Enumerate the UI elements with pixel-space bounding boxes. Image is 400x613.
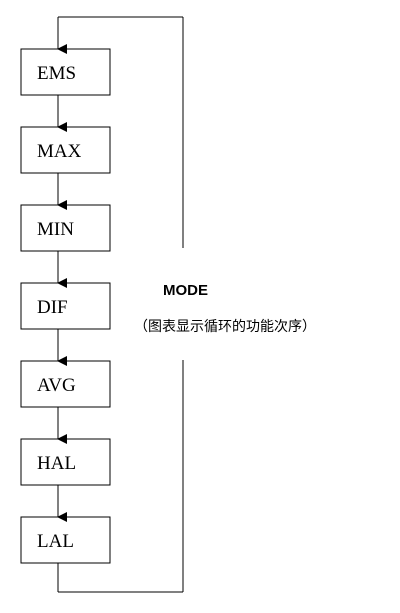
- step-box-avg: AVG: [20, 360, 111, 408]
- step-label: AVG: [37, 375, 76, 396]
- step-label: HAL: [37, 453, 76, 474]
- step-box-max: MAX: [20, 126, 111, 174]
- step-box-dif: DIF: [20, 282, 111, 330]
- step-box-min: MIN: [20, 204, 111, 252]
- step-label: MIN: [37, 219, 74, 240]
- step-label: MAX: [37, 141, 82, 162]
- step-label: DIF: [37, 297, 68, 318]
- step-box-hal: HAL: [20, 438, 111, 486]
- mode-description: （图表显示循环的功能次序）: [134, 319, 316, 335]
- step-box-ems: EMS: [20, 48, 111, 96]
- step-label: LAL: [37, 531, 74, 552]
- step-label: EMS: [37, 63, 76, 84]
- step-box-lal: LAL: [20, 516, 111, 564]
- mode-title: MODE: [163, 282, 208, 299]
